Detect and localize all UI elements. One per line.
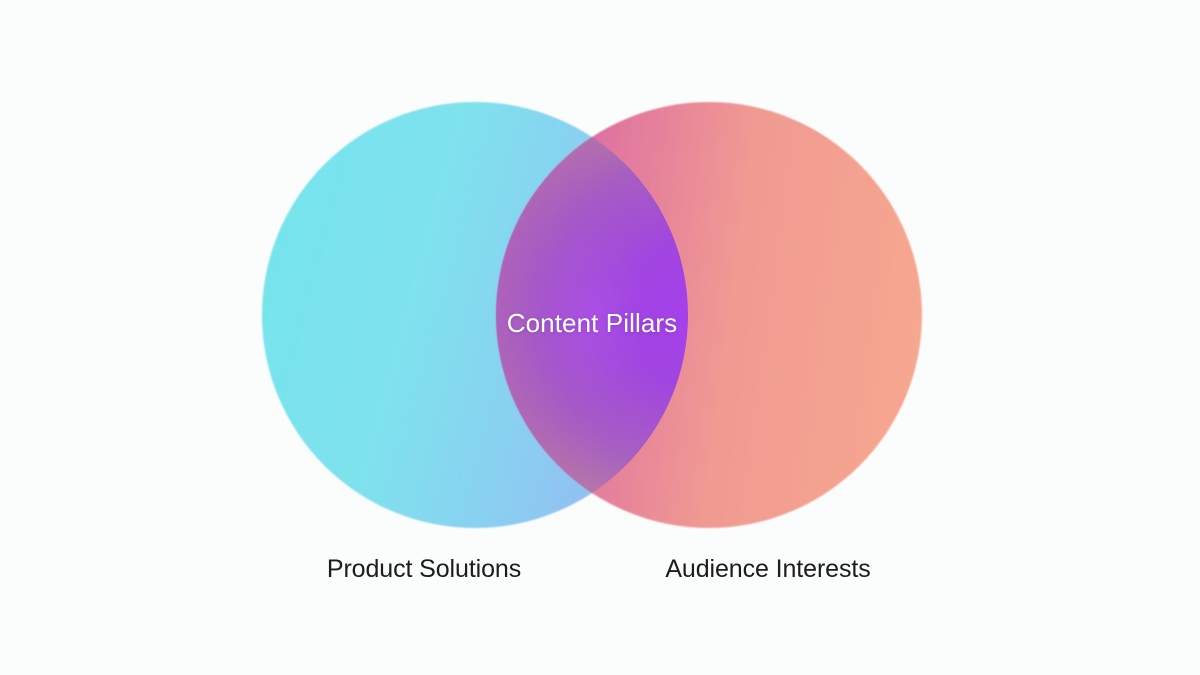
set-label-product-solutions: Product Solutions bbox=[326, 555, 522, 583]
intersection-glow bbox=[496, 140, 688, 490]
set-label-audience-interests: Audience Interests bbox=[665, 555, 871, 583]
